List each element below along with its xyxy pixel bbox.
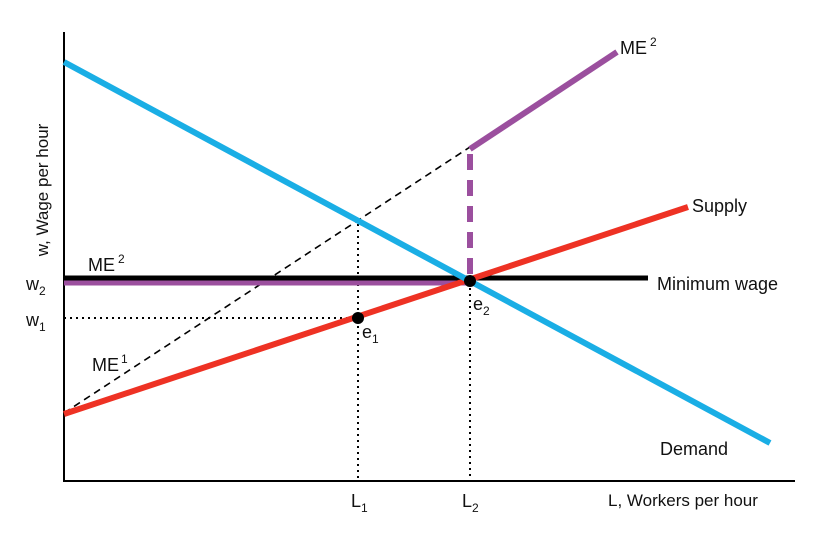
y-axis-title: w, Wage per hour [33,123,52,257]
demand-curve [62,59,772,446]
w1-tick-label: w1 [25,310,46,334]
supply-label: Supply [692,196,747,216]
supply-curve [63,204,689,417]
x-axis-title: L, Workers per hour [608,491,758,510]
e2-point [464,275,476,287]
e1-point [352,312,364,324]
minimum-wage-label: Minimum wage [657,274,778,294]
e2-label: e2 [473,294,490,318]
w2-tick-label: w2 [25,274,46,298]
l1-tick-label: L1 [351,491,368,515]
demand-label: Demand [660,439,728,459]
e1-label: e1 [362,322,379,346]
l2-tick-label: L2 [462,491,479,515]
me2-upper-segment [468,49,619,152]
